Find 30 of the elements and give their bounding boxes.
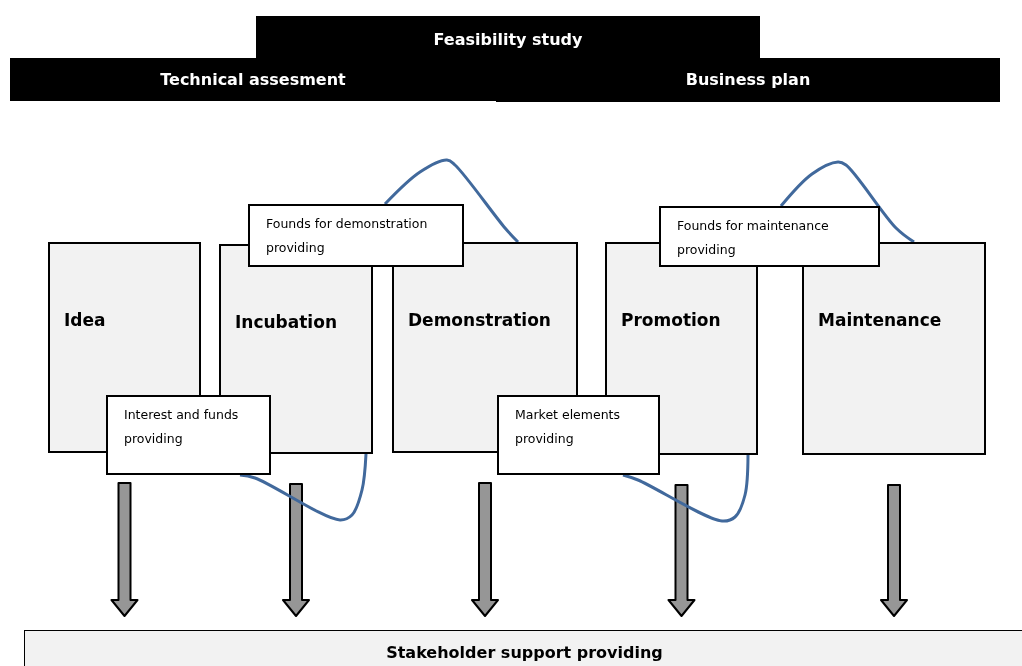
curved-connector [383, 158, 520, 244]
block-arrow [110, 482, 139, 617]
label-text: Maintenance [818, 310, 942, 330]
note-text: Market elements providing [515, 406, 621, 448]
block-arrow [667, 484, 696, 617]
header-band [256, 16, 760, 58]
label-text: Demonstration [408, 310, 551, 330]
support-bar [24, 630, 1022, 666]
stage-box [802, 242, 986, 455]
label-text: Idea [64, 310, 106, 330]
block-arrow [282, 483, 310, 617]
curved-connector [779, 160, 915, 244]
callout-tooltip [248, 204, 464, 267]
label-text: Stakeholder support providing [386, 643, 663, 662]
label-text: Incubation [235, 312, 337, 332]
curved-connector [622, 454, 750, 523]
note-text: Founds for maintenance providing [677, 217, 830, 259]
label-text: Promotion [621, 310, 721, 330]
block-arrow [471, 482, 499, 617]
header-band [10, 58, 496, 101]
block-arrow [880, 484, 908, 617]
note-text: Founds for demonstration providing [266, 215, 429, 257]
note-text: Interest and funds providing [124, 406, 240, 448]
callout-tooltip [659, 206, 880, 267]
curved-connector [239, 453, 368, 522]
callout-tooltip [106, 395, 271, 475]
label-text: Business plan [685, 70, 811, 89]
callout-tooltip [497, 395, 660, 475]
label-text: Technical assesment [160, 70, 346, 89]
label-text: Feasibility study [433, 30, 583, 49]
